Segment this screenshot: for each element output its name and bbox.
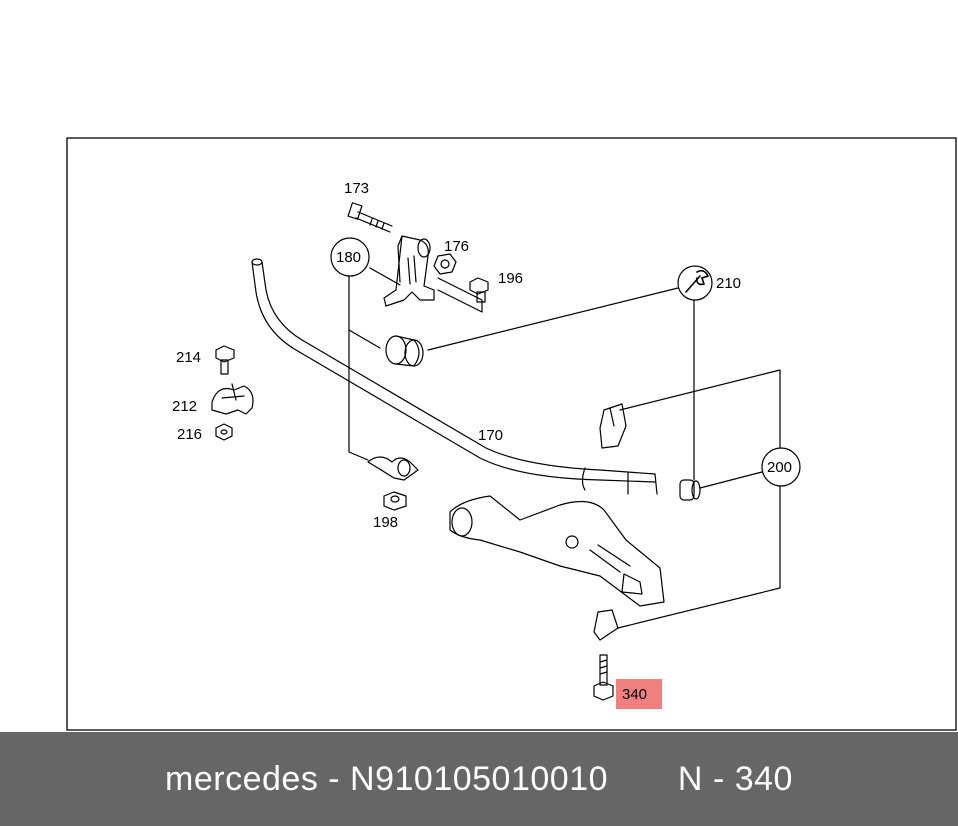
bolt-214 <box>215 345 235 375</box>
nut-198 <box>383 491 407 511</box>
callout-210-circle <box>677 265 713 301</box>
footer-bar: mercedes - N910105010010 N - 340 <box>0 732 958 826</box>
bar-bushing <box>385 335 424 367</box>
diagram-frame <box>66 137 957 731</box>
ref-number: 340 <box>734 759 793 798</box>
label-170: 170 <box>478 427 503 444</box>
callout-180-circle <box>330 237 370 277</box>
label-196: 196 <box>498 270 523 287</box>
link-pad-lower <box>593 609 619 641</box>
leader-lines <box>348 267 781 629</box>
label-214: 214 <box>176 349 201 366</box>
nut-216 <box>215 423 233 441</box>
ref-separator: - <box>712 759 725 798</box>
parts-diagram: 173 176 196 180 210 214 212 216 170 198 … <box>66 137 957 731</box>
nut-176 <box>433 253 457 275</box>
clamp-212 <box>211 383 254 415</box>
part-number: N910105010010 <box>350 759 609 798</box>
label-180: 180 <box>336 249 361 266</box>
label-176: 176 <box>444 238 469 255</box>
label-210: 210 <box>716 275 741 292</box>
brand-name: mercedes <box>165 759 319 798</box>
stabilizer-bar <box>251 258 658 495</box>
bracket-180 <box>383 235 435 307</box>
label-173: 173 <box>344 180 369 197</box>
brand-separator: - <box>328 759 341 798</box>
label-340: 340 <box>622 686 647 703</box>
label-198: 198 <box>373 514 398 531</box>
label-216: 216 <box>177 426 202 443</box>
footer-caption: mercedes - N910105010010 N - 340 <box>165 760 793 799</box>
bolt-340 <box>593 654 614 701</box>
link-bushing <box>679 479 701 501</box>
label-200: 200 <box>767 459 792 476</box>
ref-prefix: N <box>677 759 703 798</box>
highlight-box <box>616 679 662 709</box>
control-arm <box>449 495 665 607</box>
callout-200-circle <box>761 447 801 487</box>
wrench-icon <box>685 269 710 293</box>
clamp-198-upper <box>367 456 419 481</box>
label-212: 212 <box>172 398 197 415</box>
bolt-173 <box>347 202 393 233</box>
link-pad-upper <box>599 403 627 449</box>
